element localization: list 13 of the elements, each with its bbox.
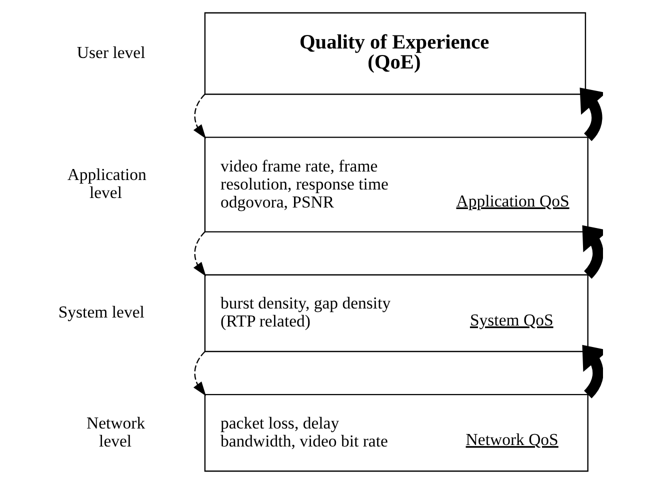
node-box: video frame rate, frame resolution, response time odgovora, PSNR Application QoS xyxy=(204,136,588,232)
node-label: Network level xyxy=(86,413,146,450)
node-box: packet loss, delay bandwidth, video bit rate Network QoS xyxy=(204,394,588,472)
arrow xyxy=(193,231,206,276)
arrow xyxy=(582,344,603,398)
arrow xyxy=(193,94,206,139)
arrow xyxy=(193,351,206,396)
node-box: Quality of Experience (QoE) xyxy=(204,12,586,95)
arrow xyxy=(580,88,603,141)
node-label: Application level xyxy=(67,165,146,202)
node-box: burst density, gap density (RTP related) System QoS xyxy=(204,274,588,352)
node-label: User level xyxy=(76,42,146,62)
node-label: System level xyxy=(58,302,144,322)
